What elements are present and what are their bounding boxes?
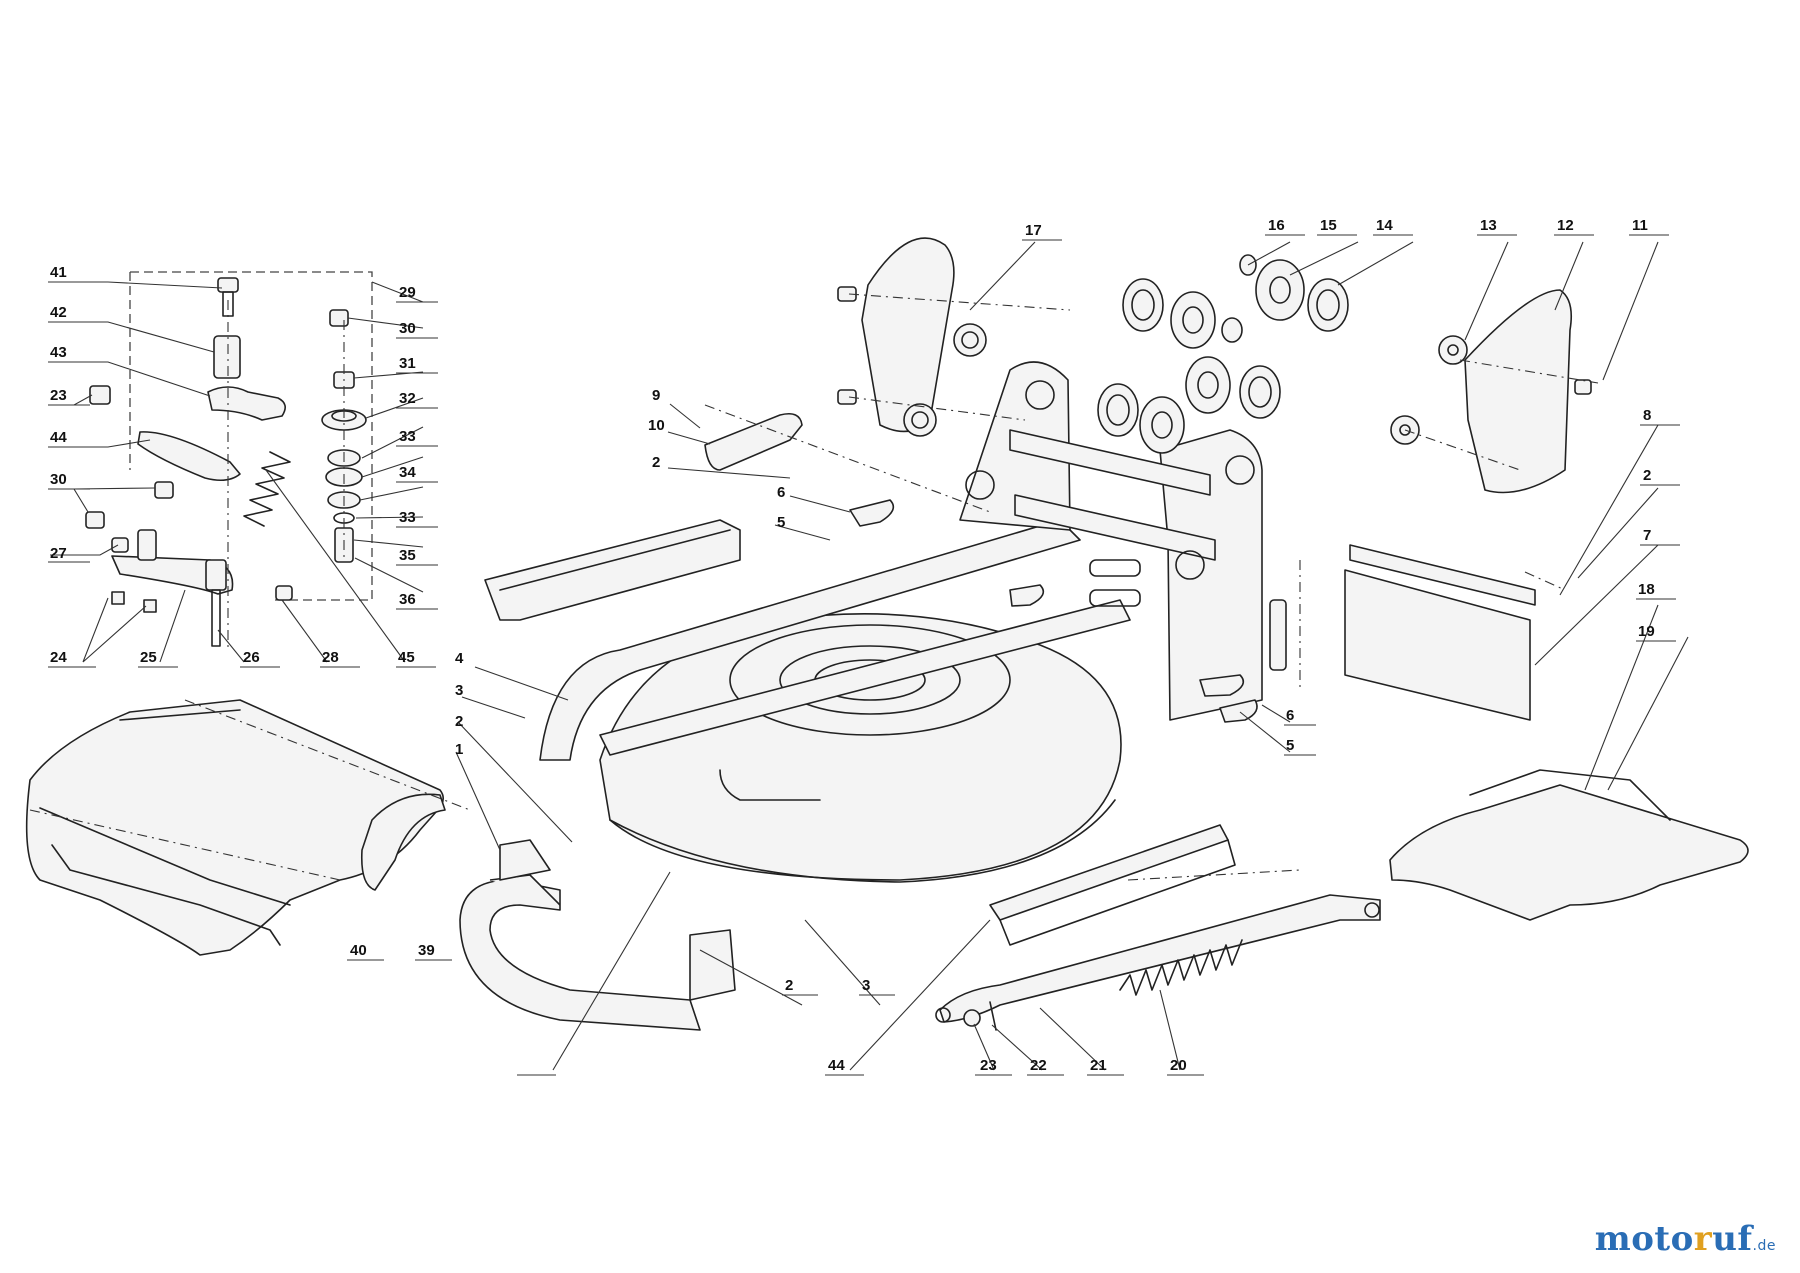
callout-27: 26 <box>243 649 260 666</box>
callout-41: 45 <box>398 649 415 666</box>
callout-14: 14 <box>1376 217 1393 234</box>
callout-23: 23 <box>980 1057 997 1074</box>
parts-drawing <box>25 237 1749 1031</box>
callout-6a: 6 <box>777 484 785 501</box>
callout-2d: 2 <box>1643 467 1651 484</box>
callout-42: 39 <box>418 942 435 959</box>
callout-43: 40 <box>350 942 367 959</box>
logo-text-part2: r <box>1693 1219 1713 1259</box>
callout-2a: 2 <box>455 713 463 730</box>
callout-7: 7 <box>1643 527 1651 544</box>
callout-39: 43 <box>50 344 67 361</box>
callout-19: 19 <box>1638 623 1655 640</box>
callout-33b: 33 <box>399 509 416 526</box>
callout-21: 21 <box>1090 1057 1107 1074</box>
callout-10: 10 <box>648 417 665 434</box>
logo-text-part3: uf <box>1712 1219 1753 1259</box>
logo-text-part1: moto <box>1594 1219 1694 1259</box>
callout-12: 12 <box>1557 217 1574 234</box>
callout-3a: 3 <box>455 682 463 699</box>
callout-13: 13 <box>1480 217 1497 234</box>
callout-3b: 3 <box>862 977 870 994</box>
callout-37: 41 <box>50 264 67 281</box>
callout-28a: 27 <box>50 545 67 562</box>
callout-31: 31 <box>399 355 416 372</box>
callout-17: 17 <box>1025 222 1042 239</box>
callout-33a: 33 <box>399 428 416 445</box>
detail-group-box <box>129 271 373 601</box>
callout-8: 8 <box>1643 407 1651 424</box>
callout-6b: 6 <box>1286 707 1294 724</box>
callout-22: 22 <box>1030 1057 1047 1074</box>
callout-24: 23 <box>50 387 67 404</box>
callout-32: 32 <box>399 390 416 407</box>
callout-2b: 2 <box>652 454 660 471</box>
callout-4: 4 <box>455 650 464 667</box>
callout-38: 42 <box>50 304 67 321</box>
callout-1: 1 <box>455 741 463 758</box>
motoruf-logo: motoruf.de <box>1595 1219 1776 1259</box>
callout-35: 35 <box>399 547 416 564</box>
callout-18: 18 <box>1638 581 1655 598</box>
callout-25: 24 <box>50 649 67 666</box>
callout-28b: 28 <box>322 649 339 666</box>
callout-5a: 5 <box>777 514 785 531</box>
callout-30a: 30 <box>50 471 67 488</box>
callout-20: 20 <box>1170 1057 1187 1074</box>
callout-29: 29 <box>399 284 416 301</box>
callout-44: 44 <box>828 1057 845 1074</box>
callout-26: 25 <box>140 649 157 666</box>
callout-34: 34 <box>399 464 416 481</box>
callout-underlines <box>48 234 1680 1076</box>
callout-5b: 5 <box>1286 737 1294 754</box>
callout-40: 44 <box>50 429 67 446</box>
assembly-lines <box>29 293 1599 881</box>
logo-tld: .de <box>1752 1238 1776 1254</box>
callout-30b: 30 <box>399 320 416 337</box>
callout-2c: 2 <box>785 977 793 994</box>
callout-36: 36 <box>399 591 416 608</box>
callout-9: 9 <box>652 387 660 404</box>
callout-15: 15 <box>1320 217 1337 234</box>
callout-16: 16 <box>1268 217 1285 234</box>
callout-labels: 41 42 43 23 44 30 27 24 25 26 28 45 29 3… <box>50 217 1655 1074</box>
callout-11: 11 <box>1632 217 1648 234</box>
